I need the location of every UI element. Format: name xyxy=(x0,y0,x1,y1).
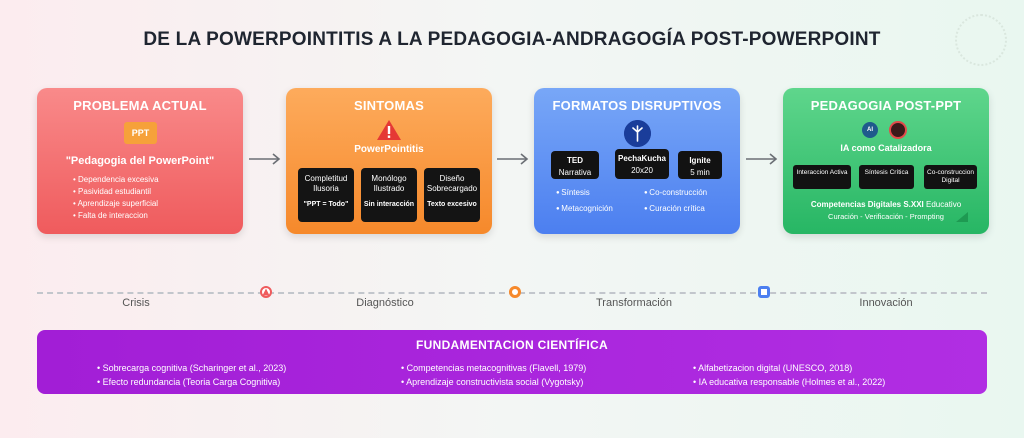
warning-icon xyxy=(377,120,401,140)
card-subtitle: PowerPointitis xyxy=(354,144,424,155)
foundation-column: Sobrecarga cognitiva (Scharinger et al.,… xyxy=(97,361,287,389)
format-box: PechaKucha 20x20 xyxy=(615,149,669,179)
symptom-label: Completitud Ilusoria xyxy=(304,174,348,193)
card-title: PROBLEMA ACTUAL xyxy=(73,98,207,113)
timeline-label: Diagnóstico xyxy=(356,297,414,309)
symptom-box: Completitud Ilusoria "PPT = Todo" xyxy=(298,168,354,222)
format-detail: 5 min xyxy=(690,168,710,177)
seal-logo xyxy=(955,14,1007,66)
timeline-dot xyxy=(260,286,272,298)
timeline-dot xyxy=(758,286,770,298)
timeline-dot xyxy=(509,286,521,298)
foundation-panel: FUNDAMENTACION CIENTÍFICA Sobrecarga cog… xyxy=(37,330,987,394)
list-item: Falta de interaccion xyxy=(73,210,159,222)
card-title: PEDAGOGIA POST-PPT xyxy=(810,98,962,113)
card-symptoms: SINTOMAS PowerPointitis Completitud Ilus… xyxy=(286,88,492,234)
card-title: FORMATOS DISRUPTIVOS xyxy=(552,98,722,113)
feature-item: Metacognición xyxy=(556,204,613,213)
timeline-label: Crisis xyxy=(122,297,150,309)
problem-list: Dependencia excesiva Pasividad estudiant… xyxy=(73,174,159,222)
list-item: Alfabetizacion digital (UNESCO, 2018) xyxy=(693,361,885,375)
list-item: Competencias metacognitivas (Flavell, 19… xyxy=(401,361,587,375)
competencies-rest: Educativo xyxy=(923,200,962,209)
card-quote: "Pedagogia del PowerPoint" xyxy=(65,155,215,167)
foundation-column: Competencias metacognitivas (Flavell, 19… xyxy=(401,361,586,389)
card-title: SINTOMAS xyxy=(354,98,424,113)
branch-icon xyxy=(624,120,651,147)
format-box: Ignite 5 min xyxy=(678,151,722,179)
skills-label: Curación - Verificación - Prompting xyxy=(828,212,944,221)
timeline-label: Transformación xyxy=(595,297,672,309)
leaf-icon xyxy=(956,212,968,222)
arrow-right-icon xyxy=(746,153,778,165)
arrow-right-icon xyxy=(249,153,281,165)
symptom-detail: Texto excesivo xyxy=(427,201,477,208)
pedagogy-box: Co-construccion Digital xyxy=(924,165,977,189)
list-item: Sobrecarga cognitiva (Scharinger et al.,… xyxy=(97,361,287,375)
format-detail: Narrativa xyxy=(558,168,592,177)
ai-badge-icon: AI xyxy=(862,122,878,138)
format-name: TED xyxy=(567,156,583,165)
list-item: IA educativa responsable (Holmes et al.,… xyxy=(693,375,886,389)
timeline-label: Innovación xyxy=(859,297,913,309)
foundation-column: Alfabetizacion digital (UNESCO, 2018) IA… xyxy=(693,361,885,389)
list-item: Pasividad estudiantil xyxy=(73,186,159,198)
feature-item: Síntesis xyxy=(556,188,589,197)
symptom-label: Diseño Sobrecargado xyxy=(426,174,478,193)
format-detail: 20x20 xyxy=(631,166,653,175)
card-pedagogy: PEDAGOGIA POST-PPT AI IA como Catalizado… xyxy=(783,88,989,234)
format-name: PechaKucha xyxy=(617,154,667,163)
symptom-detail: Sin interacción xyxy=(363,201,415,208)
list-item: Aprendizaje constructivista social (Vygo… xyxy=(401,375,586,389)
catalyst-label: IA como Catalizadora xyxy=(840,143,932,153)
symptom-label: Monólogo Ilustrado xyxy=(371,174,407,193)
robot-icon xyxy=(889,121,907,139)
arrow-right-icon xyxy=(497,153,529,165)
card-problem: PROBLEMA ACTUAL PPT "Pedagogia del Power… xyxy=(37,88,243,234)
competencies-bold: Competencias Digitales S.XXI xyxy=(810,200,924,209)
ppt-badge: PPT xyxy=(124,122,157,144)
list-item: Aprendizaje superficial xyxy=(73,198,159,210)
list-item: Dependencia excesiva xyxy=(73,174,159,186)
page-title: DE LA POWERPOINTITIS A LA PEDAGOGIA-ANDR… xyxy=(143,29,881,50)
feature-item: Co-construcción xyxy=(644,188,707,197)
format-box: TED Narrativa xyxy=(551,151,599,179)
competencies-label: Competencias Digitales S.XXI Educativo xyxy=(783,200,989,209)
symptom-box: Diseño Sobrecargado Texto excesivo xyxy=(424,168,480,222)
list-item: Efecto redundancia (Teoria Carga Cogniti… xyxy=(97,375,286,389)
pedagogy-box: Síntesis Crítica xyxy=(859,165,914,189)
feature-item: Curación crítica xyxy=(644,204,705,213)
pedagogy-box: Interaccion Activa xyxy=(793,165,851,189)
format-name: Ignite xyxy=(689,156,711,165)
card-formats: FORMATOS DISRUPTIVOS TED Narrativa Pecha… xyxy=(534,88,740,234)
symptom-detail: "PPT = Todo" xyxy=(303,201,349,208)
foundation-title: FUNDAMENTACION CIENTÍFICA xyxy=(416,338,608,352)
symptom-box: Monólogo Ilustrado Sin interacción xyxy=(361,168,417,222)
